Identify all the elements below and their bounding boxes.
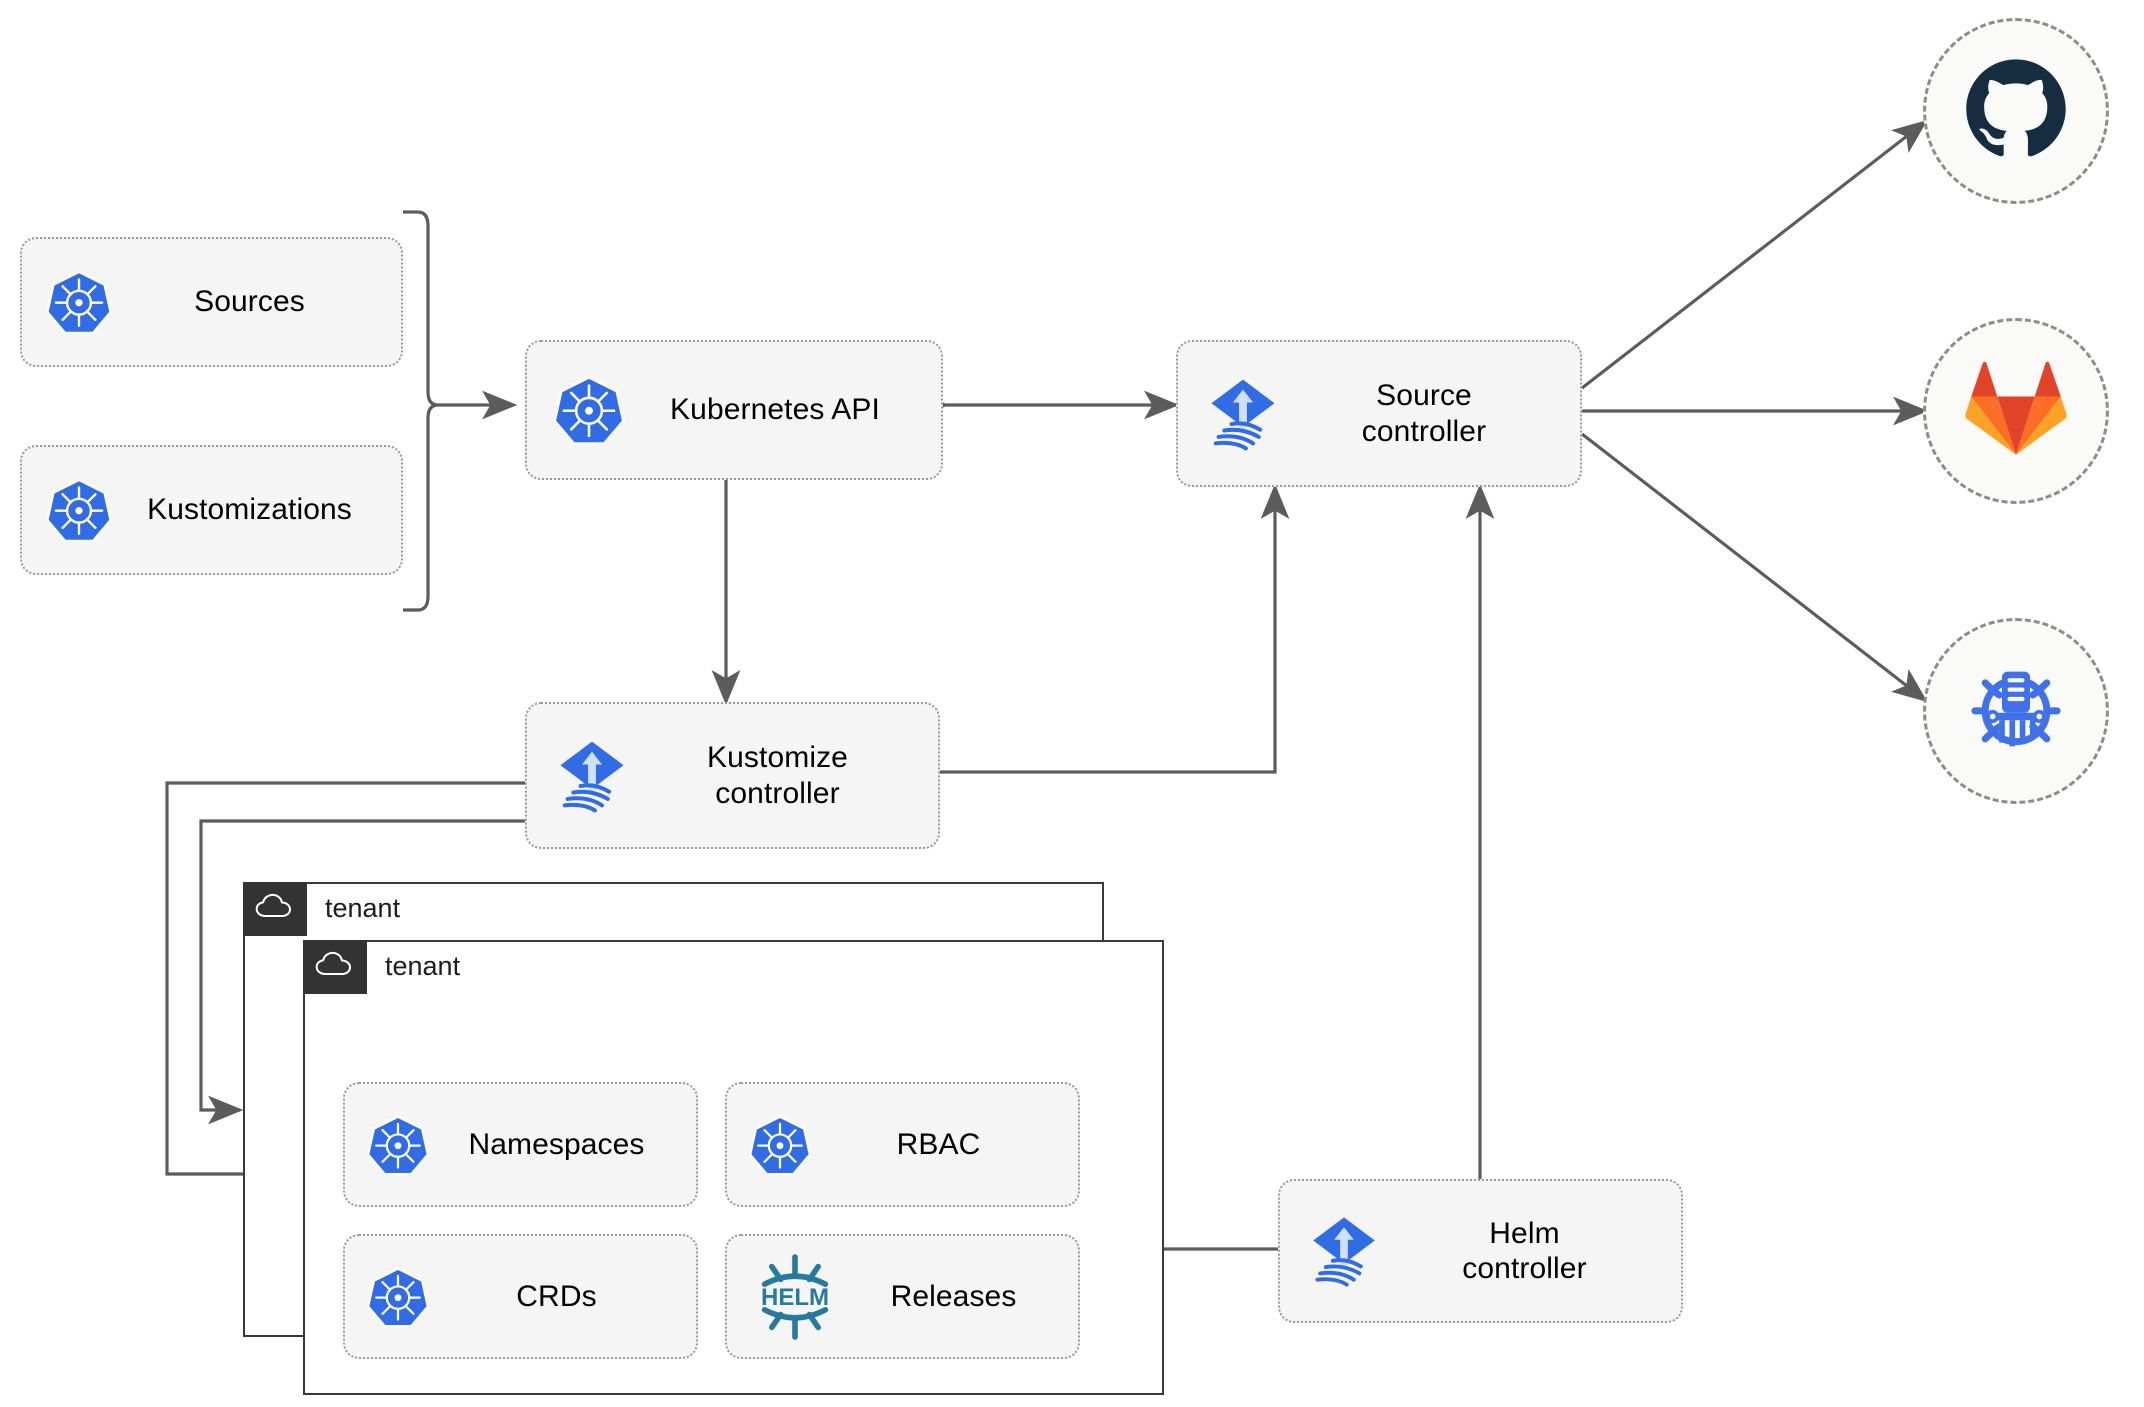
node-kustomizations[interactable]: Kustomizations	[20, 445, 403, 575]
wire-kustomize-controller-to-source-controller	[940, 483, 1290, 774]
node-crds[interactable]: CRDs	[343, 1234, 698, 1359]
svg-text:HELM: HELM	[761, 1284, 829, 1311]
node-releases-label: Releases	[890, 1279, 1017, 1313]
node-source-controller-label: Source controller	[1361, 379, 1487, 448]
node-crds-label: CRDs	[516, 1279, 597, 1313]
node-source-controller[interactable]: Source controller	[1176, 340, 1582, 487]
node-sources[interactable]: Sources	[20, 237, 403, 367]
tenant-window-front[interactable]: tenant Namespaces	[302, 939, 1164, 1395]
node-rbac[interactable]: RBAC	[725, 1082, 1080, 1207]
node-rbac-label: RBAC	[896, 1127, 981, 1161]
node-namespaces[interactable]: Namespaces	[343, 1082, 698, 1207]
kubernetes-icon	[44, 475, 114, 545]
node-kubernetes-api[interactable]: Kubernetes API	[525, 340, 943, 480]
provider-github[interactable]	[1923, 18, 2109, 204]
helm-registry-icon	[1960, 653, 2072, 770]
kubernetes-icon	[365, 1112, 431, 1178]
kubernetes-icon	[551, 372, 627, 448]
node-namespaces-label: Namespaces	[468, 1127, 645, 1161]
node-releases[interactable]: HELM Releases	[725, 1234, 1080, 1359]
node-helm-controller-label: Helm controller	[1462, 1216, 1587, 1285]
node-kustomize-controller-label: Kustomize controller	[707, 741, 848, 810]
kubernetes-icon	[365, 1264, 431, 1330]
provider-helm-registry[interactable]	[1923, 618, 2109, 804]
node-kustomize-controller[interactable]: Kustomize controller	[525, 702, 940, 849]
tenant-tab-front	[302, 939, 367, 994]
flux-icon	[1200, 371, 1286, 457]
cloud-icon	[315, 949, 355, 984]
wire-source-controller-to-github	[1581, 120, 1928, 390]
helm-icon: HELM	[747, 1249, 843, 1345]
wire-source-controller-to-registry	[1581, 432, 1928, 702]
provider-gitlab[interactable]	[1923, 318, 2109, 504]
tenant-tab-back	[242, 881, 307, 936]
github-icon	[1962, 55, 2070, 168]
kubernetes-icon	[44, 267, 114, 337]
group-bracket	[403, 210, 439, 612]
tenant-label-back: tenant	[325, 893, 401, 923]
tenant-label-front: tenant	[385, 951, 461, 981]
node-kustomizations-label: Kustomizations	[147, 493, 352, 527]
node-kubernetes-api-label: Kubernetes API	[670, 393, 880, 427]
gitlab-icon	[1964, 359, 2068, 464]
node-sources-label: Sources	[194, 285, 305, 319]
flux-icon	[549, 733, 635, 819]
node-helm-controller[interactable]: Helm controller	[1278, 1179, 1683, 1323]
cloud-icon	[255, 891, 295, 926]
flux-icon	[1302, 1209, 1386, 1293]
kubernetes-icon	[747, 1112, 813, 1178]
